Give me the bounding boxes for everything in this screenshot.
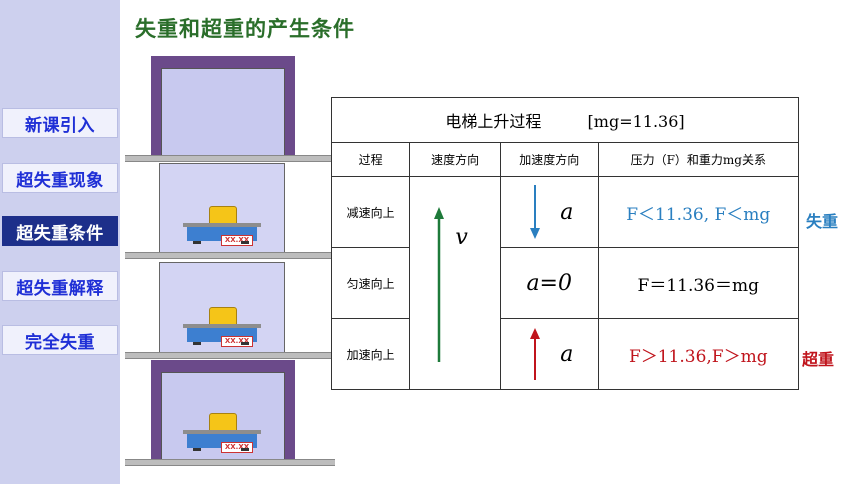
accel-cell: a (499, 176, 599, 248)
header-acceleration: 加速度方向 (499, 142, 599, 177)
header-process: 过程 (330, 142, 411, 177)
table-caption-title: 电梯上升过程 (445, 112, 542, 131)
weightless-label: 失重 (806, 212, 839, 231)
relation-cell: F＝11.36＝mg (597, 247, 800, 319)
weighing-scale: XX.XX (183, 206, 261, 246)
scale-display: XX.XX (221, 336, 253, 347)
nav-complete-weightless-button[interactable]: 完全失重 (2, 325, 118, 355)
elevator-cabin-inner (161, 68, 285, 156)
accel-cell: a=0 (499, 247, 599, 319)
velocity-label: v (455, 225, 468, 250)
header-relation: 压力（F）和重力mg关系 (597, 142, 800, 177)
weighing-scale: XX.XX (183, 307, 261, 347)
process-cell: 减速向上 (330, 176, 411, 248)
accel-label: a=0 (526, 270, 572, 296)
floor-slab (125, 459, 335, 466)
nav-conditions-button[interactable]: 超失重条件 (2, 216, 118, 246)
nav-phenomenon-button[interactable]: 超失重现象 (2, 163, 118, 193)
relation-cell: F＞11.36,F＞mg (597, 318, 800, 390)
elevator-cabin-top (151, 56, 295, 156)
page-title: 失重和超重的产生条件 (135, 17, 355, 41)
scale-display: XX.XX (221, 442, 253, 453)
floor-slab (125, 252, 335, 259)
floor-slab (125, 352, 335, 359)
header-velocity: 速度方向 (409, 142, 501, 177)
scale-display: XX.XX (221, 235, 253, 246)
accel-label: a (560, 199, 574, 225)
overweight-label: 超重 (802, 350, 835, 369)
accel-label: a (560, 341, 574, 367)
condition-table: 电梯上升过程 [mg=11.36] 过程 速度方向 加速度方向 压力（F）和重力… (330, 97, 800, 390)
arrow-up-icon (530, 328, 541, 380)
arrow-down-icon (530, 185, 541, 239)
process-cell: 加速向上 (330, 318, 411, 390)
weighing-scale: XX.XX (183, 413, 261, 453)
relation-cell: F＜11.36, F＜mg (597, 176, 800, 248)
accel-cell: a (499, 318, 599, 390)
nav-intro-button[interactable]: 新课引入 (2, 108, 118, 138)
table-caption: 电梯上升过程 [mg=11.36] (331, 97, 799, 143)
floor-slab (125, 155, 335, 162)
process-cell: 匀速向上 (330, 247, 411, 319)
nav-explanation-button[interactable]: 超失重解释 (2, 271, 118, 301)
table-caption-value: [mg=11.36] (587, 112, 685, 131)
velocity-cell: v (409, 176, 501, 390)
velocity-arrow-icon (434, 207, 445, 362)
